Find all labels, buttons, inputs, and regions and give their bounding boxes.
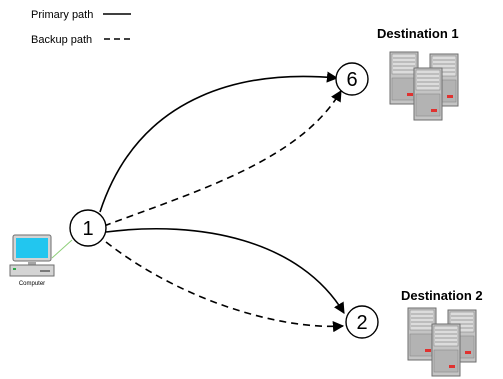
legend-primary-label: Primary path <box>31 9 93 21</box>
backup-path-dest2 <box>105 241 345 333</box>
dest2-node: 2 <box>345 305 379 339</box>
primary-path-dest1 <box>99 71 339 213</box>
server-cluster-icon <box>408 308 476 376</box>
computer-label: Computer <box>19 281 45 287</box>
dest2-node-label: 2 <box>356 312 367 334</box>
paths <box>99 71 345 333</box>
source-node: 1 <box>69 209 107 247</box>
backup-path-dest1 <box>103 90 342 227</box>
dest1-title: Destination 1 <box>377 26 459 41</box>
server-cluster-icon <box>390 52 458 120</box>
computer-icon: Computer <box>9 234 73 287</box>
legend-backup-label: Backup path <box>31 34 92 46</box>
computer-link-line <box>51 239 73 259</box>
legend: Primary path Backup path <box>31 9 132 46</box>
primary-path-dest2 <box>105 227 345 314</box>
dest1-node-label: 6 <box>346 69 357 91</box>
source-node-label: 1 <box>82 218 93 240</box>
dest1-node: 6 <box>335 62 369 96</box>
dest2-title: Destination 2 <box>401 288 483 303</box>
